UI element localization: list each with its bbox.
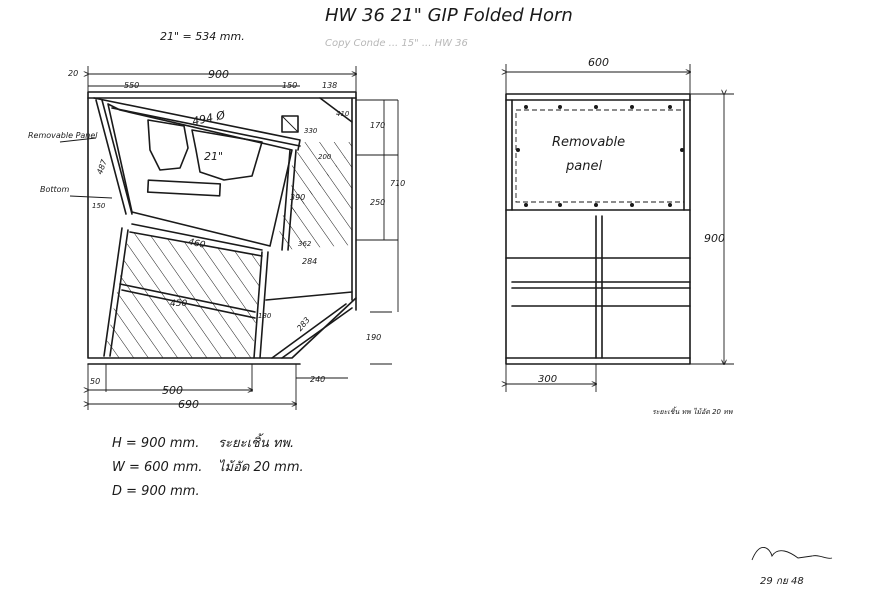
dim-right-710: 710 <box>390 179 405 188</box>
signature: 29 กย 48 <box>751 547 833 587</box>
dim-330: 330 <box>304 127 318 135</box>
driver-cone-right <box>191 129 263 181</box>
front-panel-label: Removable panel <box>552 135 629 174</box>
dim-410: 410 <box>336 110 350 118</box>
driver-cone-left <box>147 119 189 171</box>
dim-460: 460 <box>187 237 206 250</box>
driver-chamber <box>107 103 293 247</box>
spec-row-depth: D = 900 mm. <box>112 484 200 499</box>
scale-note: 21" = 534 mm. <box>160 30 245 43</box>
spec-row-width: W = 600 mm.ไม้อัด 20 mm. <box>112 460 304 475</box>
front-bottom-dim: 300 <box>538 374 557 385</box>
dim-right-190: 190 <box>366 333 381 342</box>
driver-size-label: 21" <box>204 150 223 163</box>
side-view: 900 20 550 150 138 170 250 710 190 410 3… <box>28 66 405 411</box>
port-block <box>281 115 299 133</box>
front-view: Removable panel 600 900 300 ระยะเ <box>506 56 734 416</box>
front-outline <box>505 93 691 365</box>
dim-200: 200 <box>318 153 332 161</box>
dim-487: 487 <box>95 157 109 175</box>
dim-bottom-500: 500 <box>162 384 183 397</box>
drawing-title: HW 36 21" GIP Folded Horn <box>325 5 573 26</box>
dim-right-170: 170 <box>370 121 385 130</box>
dim-top-550: 550 <box>124 81 139 90</box>
dim-362: 362 <box>298 240 312 248</box>
removable-panel-label: Removable Panel <box>28 131 98 140</box>
front-width-dim: 600 <box>588 56 609 69</box>
diameter-label: 494 Ø <box>191 108 226 128</box>
dim-390: 390 <box>290 193 305 202</box>
driver-magnet <box>146 179 222 197</box>
dim-top-150: 150 <box>282 81 297 90</box>
dim-150: 150 <box>92 202 106 210</box>
dim-top-138: 138 <box>322 81 337 90</box>
copy-note: Copy Conde ... 15" ... HW 36 <box>325 38 468 49</box>
front-height-dim: 900 <box>704 232 725 245</box>
dim-bottom-690: 690 <box>178 398 199 411</box>
bottom-label: Bottom <box>40 185 70 194</box>
dim-bottom-50: 50 <box>90 377 100 386</box>
dim-left-offset: 20 <box>68 69 78 78</box>
signature-date: 29 กย 48 <box>760 576 804 587</box>
dim-450: 450 <box>170 299 187 309</box>
dim-bottom-240: 240 <box>310 375 325 384</box>
hatched-chamber-right <box>278 150 352 250</box>
dim-130: 130 <box>258 312 272 320</box>
dim-right-250: 250 <box>370 198 385 207</box>
hatched-chamber-lower <box>104 232 262 358</box>
front-note: ระยะเชิ้น ทพ ไม้อัด 20 ทพ <box>652 406 734 416</box>
spec-block: H = 900 mm.ระยะเชิ้น ทพ. W = 600 mm.ไม้อ… <box>112 432 304 504</box>
dim-top-width: 900 <box>208 68 229 81</box>
hatched-chamber-top <box>290 142 352 220</box>
dim-284: 284 <box>302 257 317 266</box>
spec-row-height: H = 900 mm.ระยะเชิ้น ทพ. <box>112 436 295 451</box>
removable-panel-outline <box>515 109 685 203</box>
